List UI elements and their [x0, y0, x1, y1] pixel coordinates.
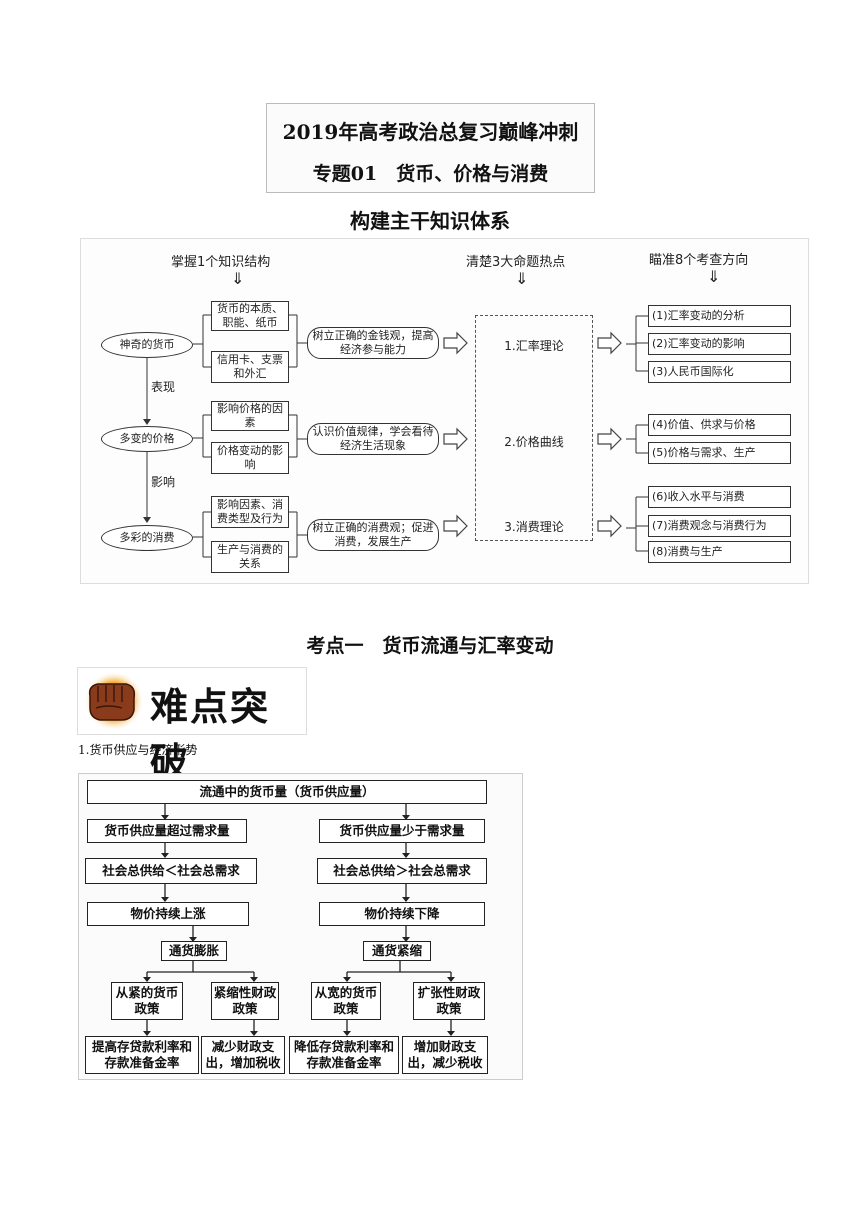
col-header-directions: 瞄准8个考查方向: [649, 253, 749, 268]
hotspot-consumption: 3.消费理论: [504, 520, 564, 534]
badge-text: 难点突破: [150, 684, 271, 784]
direction-4: (4)价值、供求与价格: [648, 414, 791, 436]
flow-left-price: 物价持续上涨: [87, 902, 249, 926]
header-title-box: 2019年高考政治总复习巅峰冲刺 专题01 货币、价格与消费: [266, 103, 595, 193]
header-title-line2: 专题01 货币、价格与消费: [312, 163, 549, 185]
col-header-hotspots: 清楚3大命题热点: [466, 255, 566, 270]
flow-inflation: 通货膨胀: [161, 941, 227, 961]
sub-money-nature: 货币的本质、职能、纸币: [211, 301, 289, 331]
flow-right-price: 物价持续下降: [319, 902, 485, 926]
topic-money: 神奇的货币: [101, 332, 193, 358]
direction-2: (2)汇率变动的影响: [648, 333, 791, 355]
col-header-structure: 掌握1个知识结构: [171, 255, 271, 270]
section-title: 构建主干知识体系: [350, 209, 510, 233]
difficulty-badge: 难点突破: [77, 667, 307, 784]
flow-lower-rates: 降低存贷款利率和存款准备金率: [289, 1036, 399, 1074]
link-label-manifest: 表现: [151, 380, 176, 394]
flow-expansive-fiscal: 扩张性财政政策: [413, 982, 485, 1020]
sub-price-effects: 价格变动的影响: [211, 442, 289, 474]
point-title: 考点一 货币流通与汇率变动: [306, 635, 554, 657]
sub-production-consumption: 生产与消费的关系: [211, 541, 289, 573]
goal-money-view: 树立正确的金钱观，提高经济参与能力: [307, 327, 439, 359]
flow-right-balance: 社会总供给＞社会总需求: [317, 858, 487, 884]
sub-consumption-types: 影响因素、消费类型及行为: [211, 496, 289, 528]
hotspot-price-curve: 2.价格曲线: [504, 435, 564, 449]
link-label-influence: 影响: [151, 475, 176, 489]
flow-loose-monetary: 从宽的货币政策: [311, 982, 381, 1020]
flow-right-supply: 货币供应量少于需求量: [319, 819, 485, 843]
direction-6: (6)收入水平与消费: [648, 486, 791, 508]
knowledge-mindmap: 掌握1个知识结构 ⇓ 清楚3大命题热点 ⇓ 瞄准8个考查方向 ⇓ 神奇的货币 多…: [80, 238, 809, 584]
down-arrow-icon: ⇓: [515, 269, 529, 288]
flow-deflation: 通货紧缩: [363, 941, 431, 961]
header-title-line1: 2019年高考政治总复习巅峰冲刺: [282, 120, 579, 144]
flow-increase-spending: 增加财政支出，减少税收: [402, 1036, 488, 1074]
hotspots-box: [475, 315, 593, 541]
money-supply-flowchart: 流通中的货币量（货币供应量） 货币供应量超过需求量 货币供应量少于需求量 社会总…: [78, 773, 523, 1080]
flow-tight-fiscal: 紧缩性财政政策: [211, 982, 279, 1020]
mindmap-connectors: [143, 314, 648, 558]
flowchart-connectors: [143, 804, 455, 1036]
direction-8: (8)消费与生产: [648, 541, 791, 563]
down-arrow-icon: ⇓: [707, 267, 721, 286]
item-heading: 1.货币供应与经济形势: [78, 743, 198, 757]
flow-left-supply: 货币供应量超过需求量: [87, 819, 247, 843]
flow-tight-monetary: 从紧的货币政策: [111, 982, 183, 1020]
topic-price: 多变的价格: [101, 426, 193, 452]
flow-money-in-circulation: 流通中的货币量（货币供应量）: [87, 780, 487, 804]
down-arrow-icon: ⇓: [231, 269, 245, 288]
direction-7: (7)消费观念与消费行为: [648, 515, 791, 537]
goal-value-law: 认识价值规律，学会看待经济生活现象: [307, 423, 439, 455]
goal-consumption-view: 树立正确的消费观；促进消费，发展生产: [307, 519, 439, 551]
hotspot-exchange-rate: 1.汇率理论: [504, 339, 564, 353]
sub-credit-card: 信用卡、支票和外汇: [211, 351, 289, 383]
sub-price-factors: 影响价格的因素: [211, 401, 289, 431]
direction-1: (1)汇率变动的分析: [648, 305, 791, 327]
direction-5: (5)价格与需求、生产: [648, 442, 791, 464]
fist-icon: [84, 671, 144, 731]
flow-left-balance: 社会总供给＜社会总需求: [85, 858, 257, 884]
flow-cut-spending: 减少财政支出，增加税收: [201, 1036, 285, 1074]
direction-3: (3)人民币国际化: [648, 361, 791, 383]
topic-consumption: 多彩的消费: [101, 525, 193, 551]
flow-raise-rates: 提高存贷款利率和存款准备金率: [85, 1036, 199, 1074]
